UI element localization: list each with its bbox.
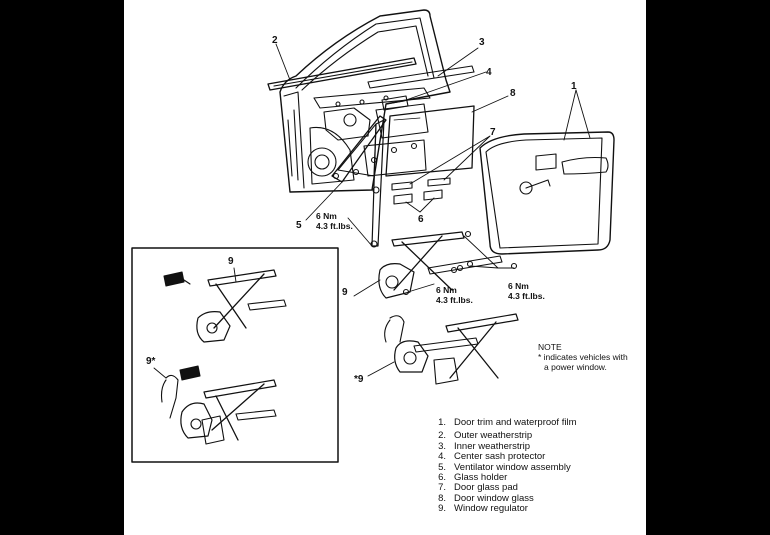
inset-window-regulator-power [160, 365, 277, 445]
callout-leaders [153, 43, 591, 379]
window-regulator-main [378, 230, 518, 299]
note-line: * indicates vehicles with [538, 352, 628, 362]
inner-weatherstrip [367, 65, 475, 89]
torque-ftlb: 4.3 ft.lbs. [436, 294, 473, 305]
legend-item: 2.Outer weatherstrip [438, 430, 533, 442]
legend-item: 4.Center sash protector [438, 451, 546, 463]
callout-8: 8 [510, 88, 516, 99]
glass-holders [393, 189, 443, 205]
callout-9: 9 [342, 287, 348, 298]
callout-5: 5 [296, 220, 302, 231]
legend-item: 9.Window regulator [438, 503, 528, 515]
torque-nm: 6 Nm [436, 285, 457, 295]
inset-window-regulator [163, 269, 287, 343]
door-exploded-view [131, 9, 615, 463]
door-glass-pads [391, 177, 451, 191]
torque-nm: 6 Nm [508, 281, 529, 291]
door-window-glass [385, 105, 475, 177]
legend-item: 3.Inner weatherstrip [438, 440, 531, 452]
legend-item: 1.Door trim and waterproof film [438, 417, 577, 428]
inset-frame [131, 247, 339, 463]
torque-nm: 6 Nm [316, 211, 337, 221]
callout-9-power: *9 [354, 374, 364, 385]
window-regulator-power [384, 313, 519, 385]
callout-4: 4 [486, 67, 492, 78]
ventilator-window-assembly [331, 115, 387, 248]
door-shell [279, 9, 451, 193]
legend-item: 6.Glass holder [438, 472, 508, 484]
callout-1: 1 [571, 81, 577, 92]
diagram-sheet: 2 3 4 8 1 7 6 5 9 9 9* *9 6 Nm 4.3 ft.lb… [124, 0, 646, 535]
torque-spec-regulator: 6 Nm 4.3 ft.lbs. [436, 285, 473, 305]
note-line: a power window. [544, 362, 607, 372]
outer-weatherstrip [267, 57, 417, 91]
callout-7: 7 [490, 127, 496, 138]
center-sash-protector [381, 95, 409, 111]
legend-item: 5.Ventilator window assembly [438, 461, 571, 473]
callout-2: 2 [272, 35, 278, 46]
parts-legend: 1.Door trim and waterproof film 2.Outer … [430, 417, 577, 515]
torque-ftlb: 4.3 ft.lbs. [316, 220, 353, 231]
note-heading: NOTE [538, 342, 562, 352]
legend-item: 7.Door glass pad [438, 482, 518, 494]
callout-9-inset-power: 9* [146, 356, 156, 367]
torque-ftlb: 4.3 ft.lbs. [508, 290, 545, 301]
legend-item: 8.Door window glass [438, 492, 534, 504]
callout-3: 3 [479, 37, 485, 48]
power-window-note: NOTE * indicates vehicles with a power w… [538, 342, 628, 372]
callout-9-inset: 9 [228, 256, 234, 267]
torque-spec-regulator-bolts: 6 Nm 4.3 ft.lbs. [508, 281, 545, 301]
callout-6: 6 [418, 214, 424, 225]
door-trim-panel [479, 131, 615, 255]
torque-spec-ventilator: 6 Nm 4.3 ft.lbs. [316, 211, 353, 231]
